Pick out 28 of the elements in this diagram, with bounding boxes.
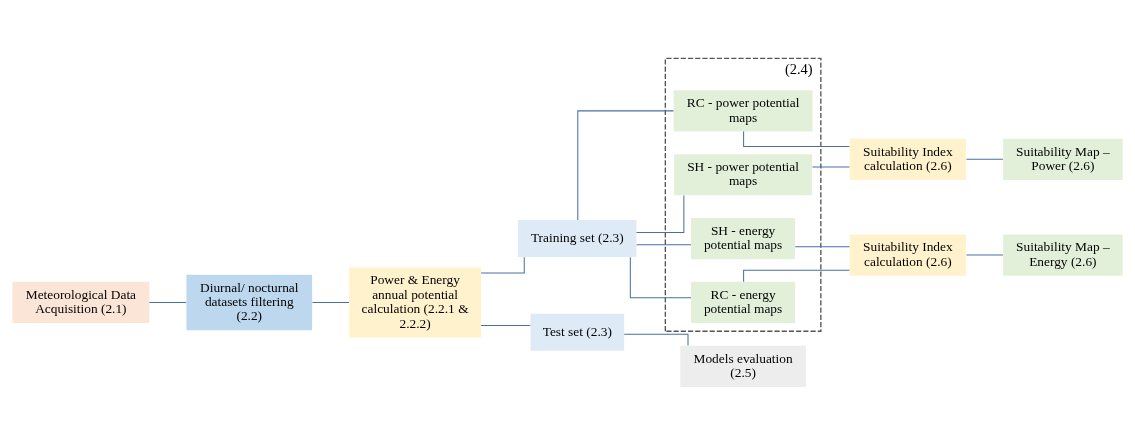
node-box: Suitability Index calculation (2.6): [849, 234, 967, 276]
connector: [623, 333, 689, 347]
node-box: Suitability Index calculation (2.6): [849, 138, 967, 180]
connector: [629, 256, 692, 299]
node-box: Suitability Map – Power (2.6): [1003, 138, 1123, 180]
connector: [148, 301, 187, 303]
node-box: SH - power potential maps: [674, 154, 813, 196]
connector: [636, 244, 692, 246]
node-box: Models evaluation (2.5): [680, 345, 806, 387]
node-box: Training set (2.3): [518, 220, 637, 258]
connector: [577, 110, 674, 221]
node-box: Diurnal/ nocturnal datasets filtering (2.2): [186, 274, 313, 331]
connector: [811, 166, 850, 168]
node-box: Power & Energy annual potential calculation (2.2.1 & 2.2.2): [349, 267, 481, 338]
node-box: Test set (2.3): [530, 313, 625, 351]
node-box: SH - energy potential maps: [691, 218, 796, 260]
connector: [311, 301, 350, 303]
connector: [965, 158, 1004, 160]
connector: [743, 131, 850, 147]
connector: [480, 256, 525, 274]
connector: [794, 246, 850, 248]
node-box: Suitability Map – Energy (2.6): [1003, 234, 1123, 276]
connector: [743, 269, 850, 283]
connector: [480, 325, 531, 327]
node-box: RC - power potential maps: [673, 90, 813, 132]
node-box: Meteorological Data Acquisition (2.1): [12, 281, 150, 324]
node-box: RC - energy potential maps: [691, 281, 796, 324]
connector: [636, 195, 685, 233]
